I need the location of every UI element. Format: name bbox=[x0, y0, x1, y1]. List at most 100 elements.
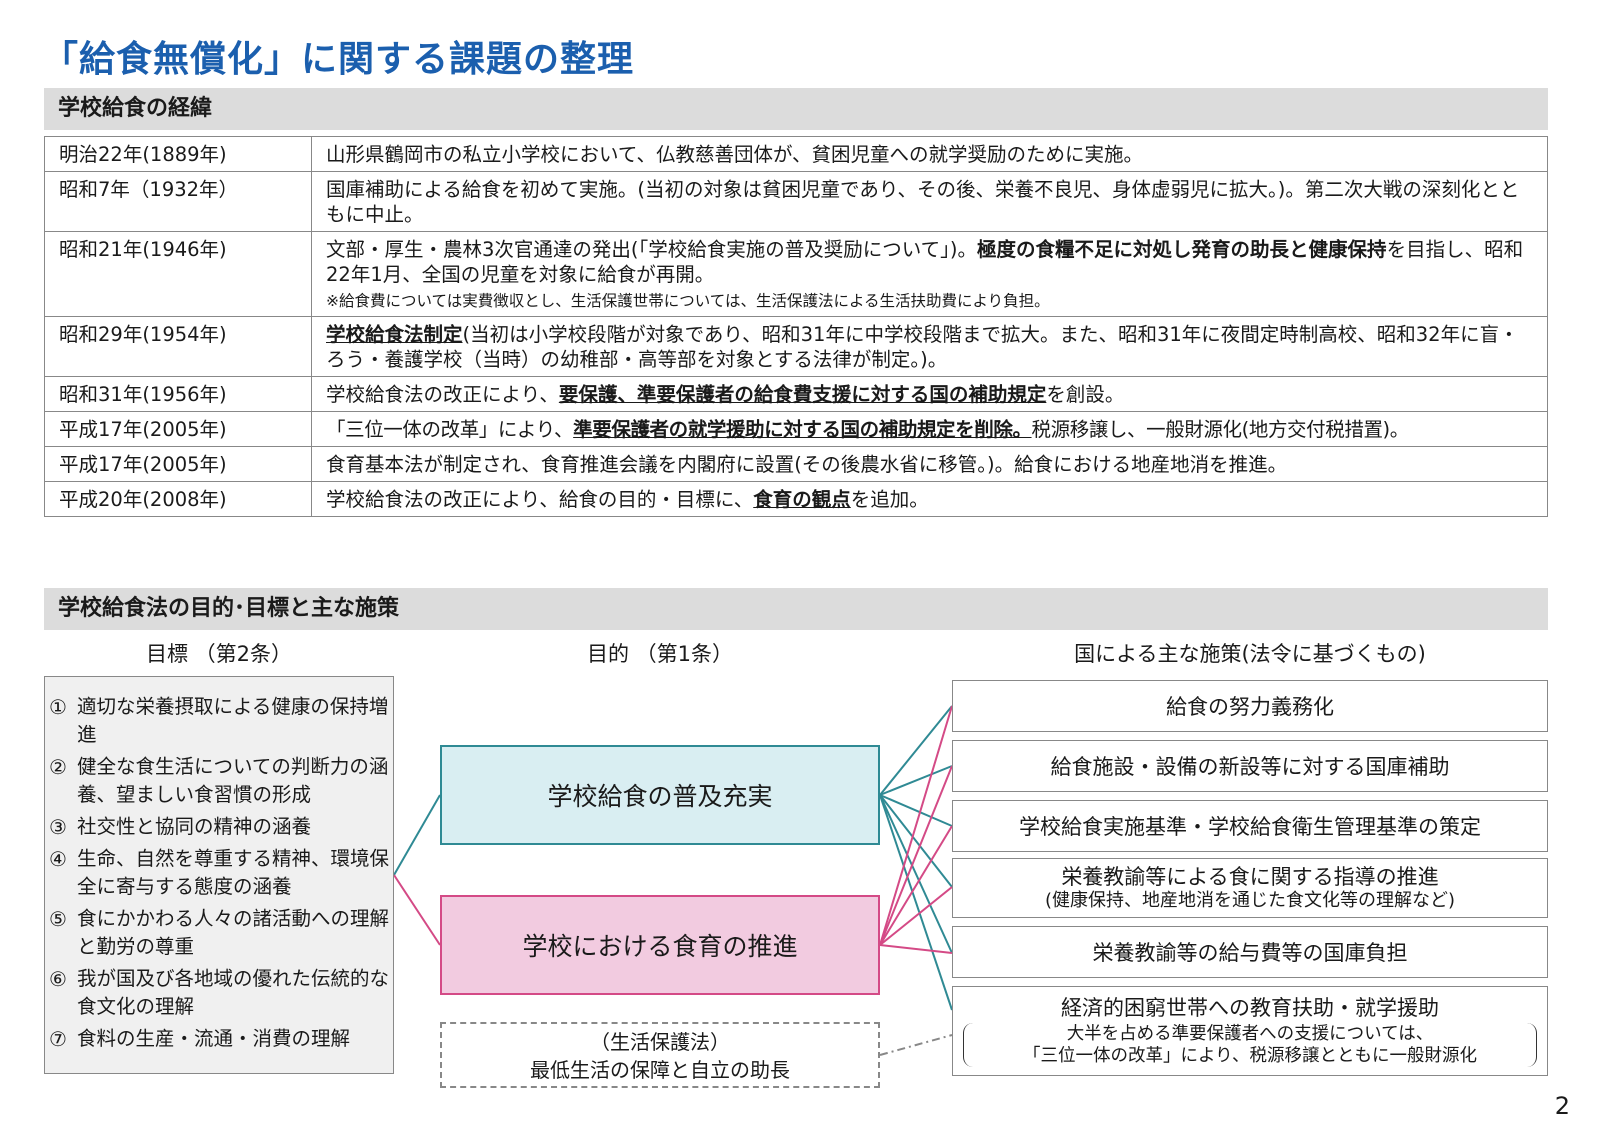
connector-line bbox=[879, 794, 953, 888]
goal-number: ② bbox=[49, 755, 67, 779]
event-text: 文部・厚生・農林3次官通達の発出(「学校給食実施の普及奨励について」)。 bbox=[326, 238, 978, 261]
list-item: ⑥ 我が国及び各地域の優れた伝統的な食文化の理解 bbox=[49, 965, 389, 1021]
history-table: 明治22年(1889年) 山形県鶴岡市の私立小学校において、仏教慈善団体が、貧困… bbox=[44, 136, 1548, 517]
year-cell: 昭和31年(1956年) bbox=[44, 376, 312, 412]
goal-number: ⑤ bbox=[49, 907, 67, 931]
goals-to-purpose-a-line bbox=[393, 794, 441, 876]
event-cell: 学校給食法の改正により、給食の目的・目標に、食育の観点を追加。 bbox=[311, 481, 1548, 517]
event-note: ※給食費については実費徴収とし、生活保護世帯については、生活保護法による生活扶助… bbox=[326, 292, 1050, 310]
year-cell: 昭和29年(1954年) bbox=[44, 316, 312, 377]
goal-text: 適切な栄養摂取による健康の保持増進 bbox=[77, 695, 389, 746]
goals-column-heading: 目標 （第2条） bbox=[145, 642, 293, 666]
goal-text: 生命、自然を尊重する精神、環境保全に寄与する態度の涵養 bbox=[77, 847, 390, 898]
table-row: 昭和31年(1956年) 学校給食法の改正により、要保護、準要保護者の給食費支援… bbox=[44, 376, 1548, 412]
goal-number: ① bbox=[49, 695, 67, 719]
event-cell: 文部・厚生・農林3次官通達の発出(「学校給食実施の普及奨励について」)。極度の食… bbox=[311, 231, 1548, 317]
event-underlined-text: 準要保護者の就学援助に対する国の補助規定を削除。 bbox=[573, 418, 1032, 441]
list-item: ① 適切な栄養摂取による健康の保持増進 bbox=[49, 693, 389, 749]
measure-box: 栄養教諭等の給与費等の国庫負担 bbox=[952, 926, 1548, 978]
list-item: ⑦ 食料の生産・流通・消費の理解 bbox=[49, 1025, 389, 1053]
table-row: 昭和21年(1946年) 文部・厚生・農林3次官通達の発出(「学校給食実施の普及… bbox=[44, 231, 1548, 317]
table-row: 平成17年(2005年) 食育基本法が制定され、食育推進会議を内閣府に設置(その… bbox=[44, 446, 1548, 482]
year-cell: 平成20年(2008年) bbox=[44, 481, 312, 517]
measure-box: 給食施設・設備の新設等に対する国庫補助 bbox=[952, 740, 1548, 792]
goal-text: 健全な食生活についての判断力の涵養、望ましい食習慣の形成 bbox=[77, 755, 389, 806]
page-number: 2 bbox=[1554, 1092, 1570, 1120]
event-cell: 国庫補助による給食を初めて実施。(当初の対象は貧困児童であり、その後、栄養不良児… bbox=[311, 171, 1548, 232]
list-item: ② 健全な食生活についての判断力の涵養、望ましい食習慣の形成 bbox=[49, 753, 389, 809]
measure-text: 経済的困窮世帯への教育扶助・就学援助 bbox=[1061, 996, 1439, 1020]
goal-text: 我が国及び各地域の優れた伝統的な食文化の理解 bbox=[77, 967, 390, 1018]
event-text: (当初は小学校段階が対象であり、昭和31年に中学校段階まで拡大。また、昭和31年… bbox=[326, 323, 1519, 371]
connector-line bbox=[879, 794, 953, 1011]
measure-note-bracket: 大半を占める準要保護者への支援については、 「三位一体の改革」により、税源移譲と… bbox=[963, 1023, 1537, 1067]
goal-text: 食にかかわる人々の諸活動への理解と勤労の尊重 bbox=[77, 907, 390, 958]
table-row: 平成20年(2008年) 学校給食法の改正により、給食の目的・目標に、食育の観点… bbox=[44, 481, 1548, 517]
year-cell: 平成17年(2005年) bbox=[44, 411, 312, 447]
goal-number: ⑦ bbox=[49, 1027, 67, 1051]
purpose-box-food-education: 学校における食育の推進 bbox=[440, 895, 880, 995]
event-cell: 山形県鶴岡市の私立小学校において、仏教慈善団体が、貧困児童への就学奨励のために実… bbox=[311, 136, 1548, 172]
history-section-heading: 学校給食の経緯 bbox=[44, 88, 1548, 130]
page-title: 「給食無償化」に関する課題の整理 bbox=[42, 39, 635, 80]
table-row: 明治22年(1889年) 山形県鶴岡市の私立小学校において、仏教慈善団体が、貧困… bbox=[44, 136, 1548, 172]
goal-number: ⑥ bbox=[49, 967, 67, 991]
event-text: 税源移譲し、一般財源化(地方交付税措置)。 bbox=[1031, 418, 1410, 441]
event-underlined-text: 食育の観点 bbox=[753, 488, 851, 511]
measure-subtext: 大半を占める準要保護者への支援については、 bbox=[1066, 1024, 1434, 1044]
list-item: ⑤ 食にかかわる人々の諸活動への理解と勤労の尊重 bbox=[49, 905, 389, 961]
welfare-law-text: 最低生活の保障と自立の助長 bbox=[530, 1058, 790, 1082]
law-section-heading: 学校給食法の目的･目標と主な施策 bbox=[44, 588, 1548, 630]
event-bold-text: 極度の食糧不足に対処し発育の助長と健康保持 bbox=[977, 238, 1387, 261]
connector-line bbox=[879, 705, 953, 796]
connector-line bbox=[879, 944, 953, 954]
connector-line bbox=[879, 794, 953, 827]
connector-line bbox=[879, 765, 953, 796]
event-underlined-text: 要保護、準要保護者の給食費支援に対する国の補助規定 bbox=[558, 383, 1047, 406]
welfare-law-title: （生活保護法） bbox=[590, 1030, 730, 1054]
connector-line bbox=[879, 765, 953, 946]
welfare-connector-line bbox=[879, 1034, 953, 1056]
table-row: 平成17年(2005年) 「三位一体の改革」により、準要保護者の就学援助に対する… bbox=[44, 411, 1548, 447]
connector-line bbox=[879, 886, 953, 946]
measure-text: 栄養教諭等の給与費等の国庫負担 bbox=[1092, 941, 1408, 965]
purpose-column-heading: 目的 （第1条） bbox=[586, 642, 734, 666]
purpose-box-spread: 学校給食の普及充実 bbox=[440, 745, 880, 845]
measure-text: 学校給食実施基準・学校給食衛生管理基準の策定 bbox=[1019, 815, 1481, 839]
list-item: ③ 社交性と協同の精神の涵養 bbox=[49, 813, 389, 841]
welfare-law-box: （生活保護法） 最低生活の保障と自立の助長 bbox=[440, 1022, 880, 1088]
measure-subtext: (健康保持、地産地消を通じた食文化等の理解など) bbox=[1044, 890, 1456, 911]
measure-box: 栄養教諭等による食に関する指導の推進 (健康保持、地産地消を通じた食文化等の理解… bbox=[952, 858, 1548, 918]
event-text: を創設。 bbox=[1046, 383, 1125, 406]
list-item: ④ 生命、自然を尊重する精神、環境保全に寄与する態度の涵養 bbox=[49, 845, 389, 901]
measures-column-heading: 国による主な施策(法令に基づくもの) bbox=[1074, 642, 1426, 666]
measure-subtext: 「三位一体の改革」により、税源移譲とともに一般財源化 bbox=[1023, 1046, 1477, 1066]
event-cell: 食育基本法が制定され、食育推進会議を内閣府に設置(その後農水省に移管。)。給食に… bbox=[311, 446, 1548, 482]
goals-box: ① 適切な栄養摂取による健康の保持増進 ② 健全な食生活についての判断力の涵養、望ま… bbox=[44, 676, 394, 1074]
goal-text: 食料の生産・流通・消費の理解 bbox=[77, 1027, 351, 1050]
event-cell: 「三位一体の改革」により、準要保護者の就学援助に対する国の補助規定を削除。税源移… bbox=[311, 411, 1548, 447]
event-text: 学校給食法の改正により、 bbox=[326, 383, 559, 406]
event-text: 「三位一体の改革」により、 bbox=[326, 418, 574, 441]
table-row: 昭和7年（1932年） 国庫補助による給食を初めて実施。(当初の対象は貧困児童で… bbox=[44, 171, 1548, 232]
event-cell: 学校給食法の改正により、要保護、準要保護者の給食費支援に対する国の補助規定を創設… bbox=[311, 376, 1548, 412]
measure-box: 経済的困窮世帯への教育扶助・就学援助 大半を占める準要保護者への支援については、… bbox=[952, 986, 1548, 1076]
teal-connectors bbox=[393, 705, 953, 1011]
pink-connectors bbox=[393, 705, 953, 954]
goals-to-purpose-b-line bbox=[393, 874, 441, 946]
goal-number: ④ bbox=[49, 847, 67, 871]
event-text: を追加。 bbox=[850, 488, 929, 511]
measure-text: 栄養教諭等による食に関する指導の推進 bbox=[1061, 865, 1439, 889]
event-text: を目指し、昭和22年1月、全国の児童を対象に給食が再開。 bbox=[326, 238, 1524, 286]
connector-line bbox=[879, 705, 953, 946]
year-cell: 平成17年(2005年) bbox=[44, 446, 312, 482]
year-cell: 明治22年(1889年) bbox=[44, 136, 312, 172]
event-text: 学校給食法の改正により、給食の目的・目標に、 bbox=[326, 488, 754, 511]
measure-text: 給食施設・設備の新設等に対する国庫補助 bbox=[1050, 755, 1450, 779]
measure-box: 学校給食実施基準・学校給食衛生管理基準の策定 bbox=[952, 800, 1548, 852]
measure-box: 給食の努力義務化 bbox=[952, 680, 1548, 732]
goal-text: 社交性と協同の精神の涵養 bbox=[77, 815, 312, 838]
goal-number: ③ bbox=[49, 815, 67, 839]
measure-text: 給食の努力義務化 bbox=[1166, 695, 1334, 719]
